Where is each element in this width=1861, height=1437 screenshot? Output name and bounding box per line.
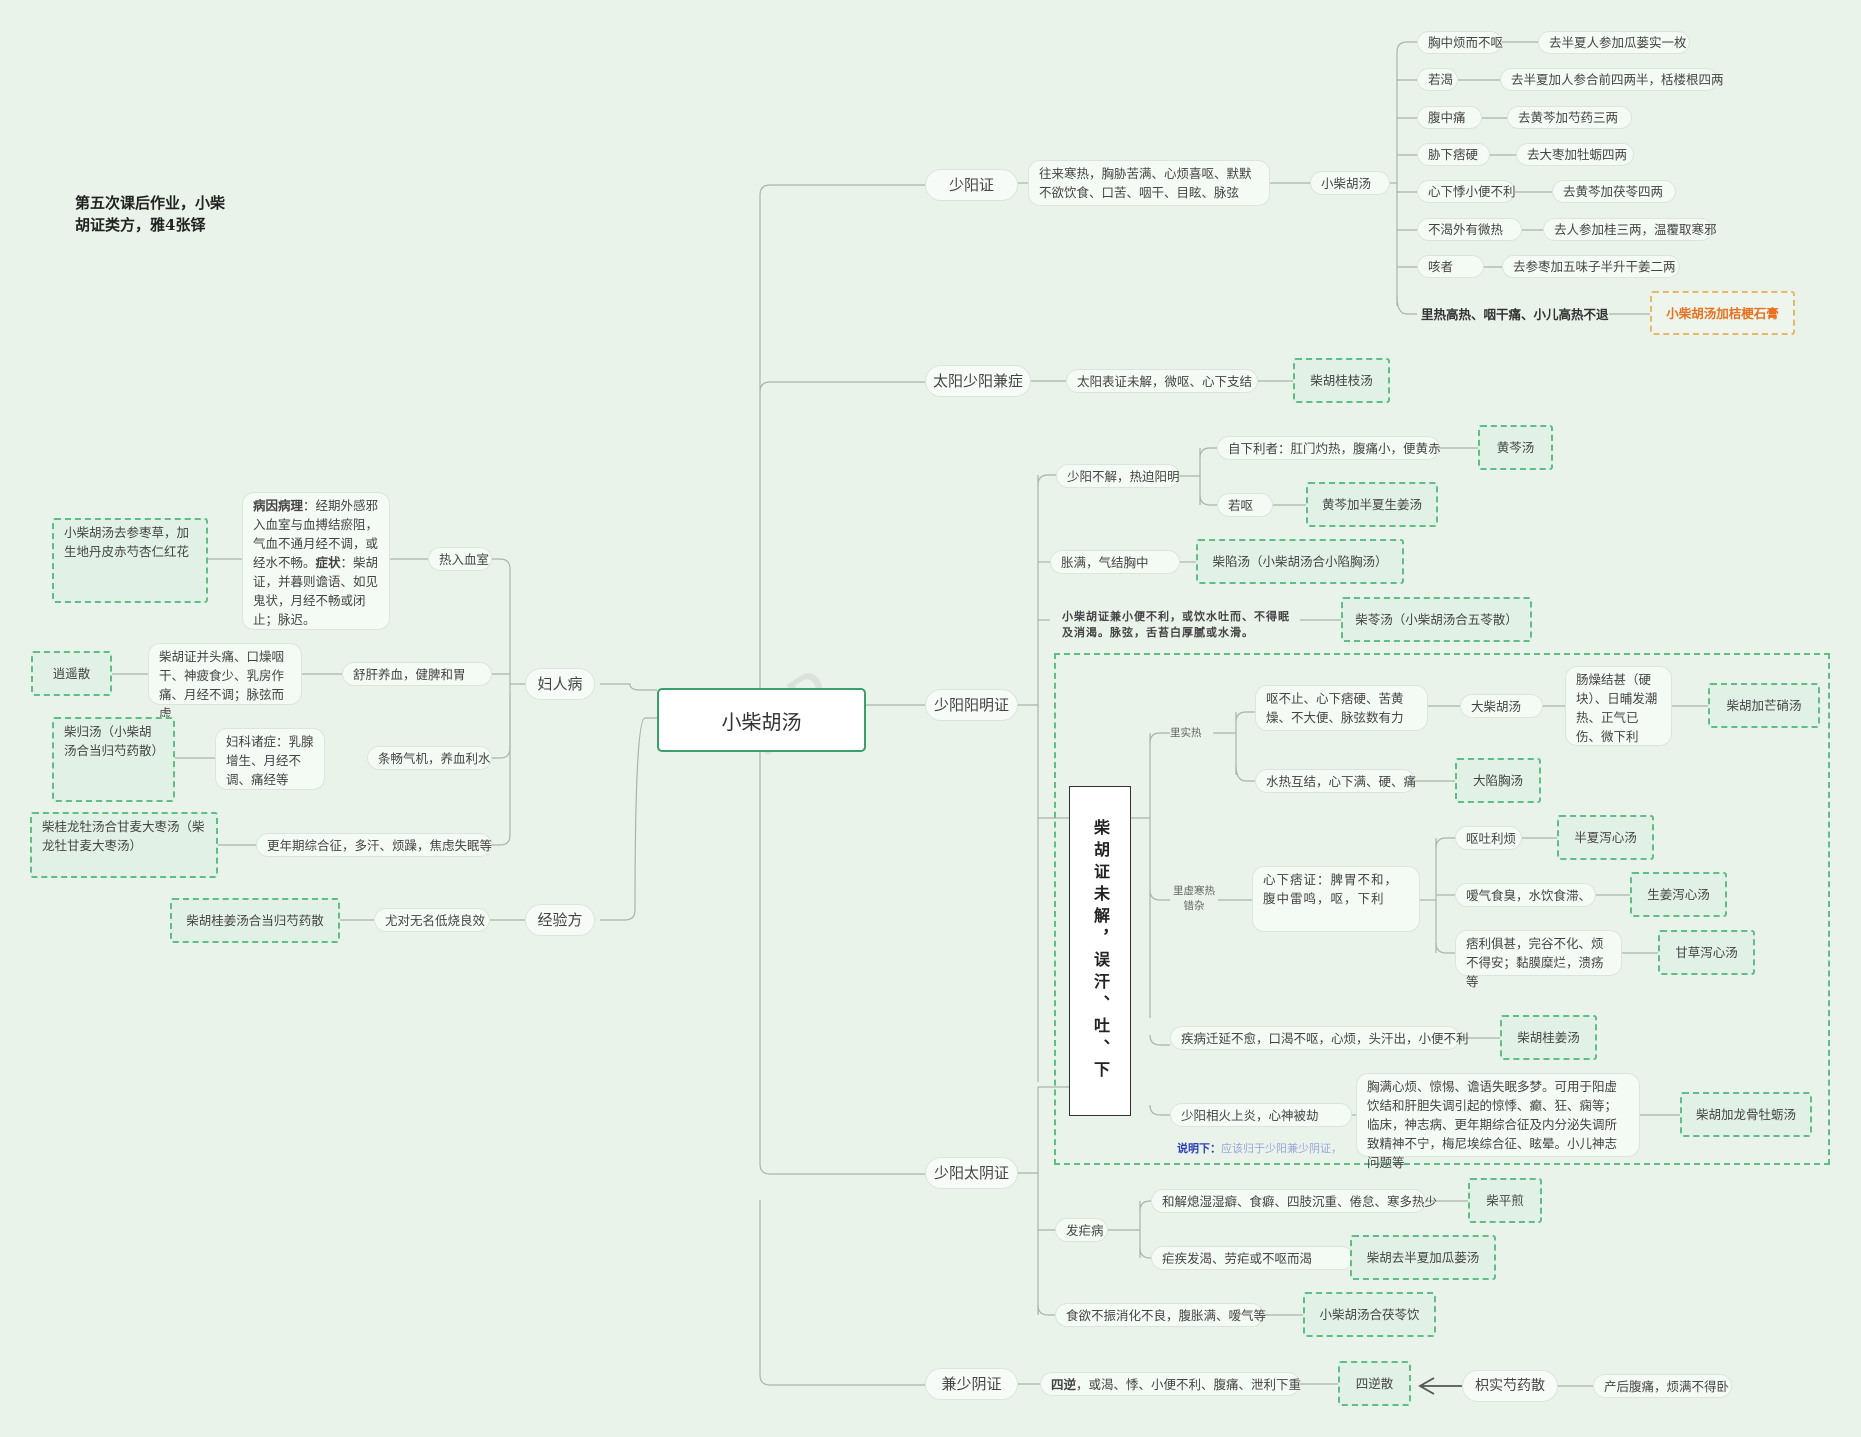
topic-formula[interactable]: 小柴胡汤 bbox=[1310, 171, 1390, 195]
topic-symptoms[interactable]: 呕吐利烦 bbox=[1455, 826, 1522, 850]
formula-chaihu-guijiang-danggui-shaoyao[interactable]: 柴胡桂姜汤合当归芍药散 bbox=[170, 898, 340, 943]
branch-experience-formula[interactable]: 经验方 bbox=[525, 904, 595, 936]
formula-chaixian[interactable]: 柴陷汤（小柴胡汤合小陷胸汤） bbox=[1196, 539, 1404, 584]
mistreatment-topic[interactable]: 柴胡证未解，误汗、吐、下 bbox=[1069, 786, 1131, 1116]
topic-text: ：经期外感邪入血室与血搏结瘀阻，气血不通月经不调，或经水不畅。 bbox=[253, 498, 379, 570]
formula-chaigui-longmu-ganmai-dazao[interactable]: 柴桂龙牡汤合甘麦大枣汤（柴龙牡甘麦大枣汤） bbox=[30, 812, 218, 878]
topic-category[interactable]: 里实热 bbox=[1170, 726, 1202, 739]
explanation-note: 说明下：应该归于少阳兼少阴证， bbox=[1177, 1142, 1342, 1155]
mistreatment-group-frame bbox=[1054, 653, 1830, 1165]
branch-jian-shaoyin[interactable]: 兼少阴证 bbox=[925, 1368, 1018, 1400]
branch-taiyang-shaoyang[interactable]: 太阳少阳兼症 bbox=[925, 365, 1031, 397]
formula-daxianxiong[interactable]: 大陷胸汤 bbox=[1455, 758, 1541, 803]
topic-pattern[interactable]: 条畅气机，养血利水 bbox=[367, 746, 492, 770]
topic-pattern[interactable]: 发疟病 bbox=[1055, 1218, 1108, 1242]
topic-symptoms[interactable]: 心下痞证：脾胃不和，腹中雷鸣，呕，下利 bbox=[1252, 866, 1420, 932]
topic-symptoms[interactable]: 若呕 bbox=[1217, 493, 1273, 517]
topic-formula[interactable]: 大柴胡汤 bbox=[1460, 694, 1543, 718]
topic-symptoms[interactable]: 水热互结，心下满、硬、痛 bbox=[1255, 769, 1416, 793]
topic-symptoms[interactable]: 尤对无名低烧良效 bbox=[374, 908, 490, 932]
topic-text: ：柴胡证，并暮则谵语、如见鬼状，月经不畅或闭止；脉迟。 bbox=[253, 555, 379, 627]
topic-pattern[interactable]: 小柴胡证兼小便不利，或饮水吐而、不得眠及消渴。脉弦，舌苔白厚腻或水滑。 bbox=[1062, 610, 1290, 639]
topic-symptoms-text: ，或渴、悸、小便不利、腹痛、泄利下重 bbox=[1076, 1376, 1302, 1392]
formula-chaigui[interactable]: 柴归汤（小柴胡汤合当归芍药散） bbox=[52, 717, 175, 802]
topic-modification-result[interactable]: 去半夏人参加瓜蒌实一枚 bbox=[1538, 31, 1690, 54]
formula-chaiping[interactable]: 柴平煎 bbox=[1468, 1178, 1542, 1223]
formula-huangqin-banxia-shengjiang[interactable]: 黄芩加半夏生姜汤 bbox=[1306, 482, 1438, 527]
topic-modification[interactable]: 咳者 bbox=[1417, 255, 1484, 278]
topic-symptoms[interactable]: 和解熄湿湿癖、食癖、四肢沉重、倦怠、寒多热少 bbox=[1151, 1189, 1437, 1213]
topic-modification[interactable]: 不渴外有微热 bbox=[1417, 218, 1522, 241]
formula-xiaochaihu-jiajian[interactable]: 小柴胡汤去参枣草，加生地丹皮赤芍杏仁红花 bbox=[52, 518, 208, 603]
formula-xiaoyao-san[interactable]: 逍遥散 bbox=[31, 651, 112, 696]
topic-symptoms[interactable]: 胸满心烦、惊惕、谵语失眠多梦。可用于阳虚饮结和肝胆失调引起的惊悸、癫、狂、痫等；… bbox=[1356, 1073, 1640, 1170]
formula-xiaochaihu-fuling-yin[interactable]: 小柴胡汤合茯苓饮 bbox=[1303, 1292, 1436, 1337]
topic-modification[interactable]: 胁下痞硬 bbox=[1417, 143, 1490, 166]
topic-symptoms[interactable]: 肠燥结甚（硬块）、日晡发潮热、正气已伤、微下利 bbox=[1565, 666, 1672, 746]
topic-modification[interactable]: 里热高热、咽干痛、小儿高热不退 bbox=[1421, 306, 1609, 322]
branch-shaoyang-taiyin[interactable]: 少阳太阴证 bbox=[925, 1157, 1018, 1189]
formula-huangqin[interactable]: 黄芩汤 bbox=[1478, 425, 1553, 470]
homework-note: 第五次课后作业，小柴 胡证类方，雅4张铎 bbox=[75, 194, 226, 234]
branch-shaoyang-yangming[interactable]: 少阳阳明证 bbox=[925, 689, 1018, 721]
formula-xiaochaihu-jiegeng-shigao[interactable]: 小柴胡汤加桔梗石膏 bbox=[1650, 291, 1795, 335]
formula-chaihu-guijiang[interactable]: 柴胡桂姜汤 bbox=[1500, 1015, 1597, 1060]
topic-modification[interactable]: 腹中痛 bbox=[1417, 106, 1482, 129]
topic-symptoms[interactable]: 病因病理：经期外感邪入血室与血搏结瘀阻，气血不通月经不调，或经水不畅。症状：柴胡… bbox=[242, 492, 390, 630]
formula-chaihu-mangxiao[interactable]: 柴胡加芒硝汤 bbox=[1708, 683, 1820, 728]
topic-modification-result[interactable]: 去半夏加人参合前四两半，栝楼根四两 bbox=[1500, 68, 1724, 91]
topic-modification[interactable]: 心下悸小便不利 bbox=[1417, 180, 1516, 203]
formula-chailing[interactable]: 柴苓汤（小柴胡汤合五苓散） bbox=[1341, 597, 1532, 642]
topic-symptoms[interactable]: 太阳表证未解，微呕、心下支结 bbox=[1066, 369, 1258, 393]
topic-category[interactable]: 里虚寒热错杂 bbox=[1173, 885, 1215, 912]
formula-chaihu-guizhi[interactable]: 柴胡桂枝汤 bbox=[1293, 358, 1390, 403]
topic-pattern[interactable]: 舒肝养血，健脾和胃 bbox=[342, 662, 492, 686]
topic-modification-result[interactable]: 去黄芩加芍药三两 bbox=[1507, 106, 1632, 129]
topic-symptoms[interactable]: 自下利者：肛门灼热，腹痛小，便黄赤 bbox=[1217, 436, 1441, 460]
formula-gancao-xiexin[interactable]: 甘草泻心汤 bbox=[1658, 930, 1755, 975]
topic-heading: 病因病理 bbox=[253, 498, 304, 513]
topic-modification[interactable]: 若渴 bbox=[1417, 68, 1458, 91]
topic-modification-result[interactable]: 去人参加桂三两，温覆取寒邪 bbox=[1543, 218, 1717, 241]
topic-pattern[interactable]: 少阳相火上炎，心神被劫 bbox=[1170, 1103, 1352, 1127]
topic-symptoms[interactable]: 四逆，或渴、悸、小便不利、腹痛、泄利下重 bbox=[1040, 1372, 1302, 1396]
topic-modification[interactable]: 胸中烦而不呕 bbox=[1417, 31, 1503, 54]
topic-pattern[interactable]: 少阳不解，热迫阳明 bbox=[1056, 464, 1180, 488]
topic-modification-result[interactable]: 去大枣加牡蛎四两 bbox=[1516, 143, 1634, 166]
arrow-icon bbox=[1418, 1377, 1462, 1395]
topic-symptoms[interactable]: 嗳气食臭，水饮食滞、 bbox=[1455, 883, 1596, 907]
central-topic[interactable]: 小柴胡汤 bbox=[657, 688, 866, 752]
branch-shaoyang[interactable]: 少阳证 bbox=[925, 169, 1018, 201]
formula-sini-san[interactable]: 四逆散 bbox=[1338, 1361, 1411, 1406]
topic-pattern[interactable]: 更年期综合征，多汗、烦躁，焦虑失眠等 bbox=[256, 833, 492, 857]
topic-symptoms[interactable]: 痞利俱甚，完谷不化、烦不得安；黏膜糜烂，溃疡等 bbox=[1455, 930, 1622, 989]
topic-pattern[interactable]: 胀满，气结胸中 bbox=[1050, 550, 1180, 574]
branch-fuke[interactable]: 妇人病 bbox=[525, 668, 595, 700]
topic-symptoms-highlight: 四逆 bbox=[1051, 1376, 1077, 1392]
topic-symptoms[interactable]: 食欲不振消化不良，腹胀满、嗳气等 bbox=[1055, 1303, 1266, 1327]
topic-symptoms[interactable]: 往来寒热，胸胁苦满、心烦喜呕、默默不欲饮食、口苦、咽干、目眩、脉弦 bbox=[1028, 160, 1270, 206]
formula-shengjiang-xiexin[interactable]: 生姜泻心汤 bbox=[1630, 872, 1727, 917]
topic-pattern[interactable]: 热入血室 bbox=[428, 547, 492, 571]
topic-modification-result[interactable]: 去黄芩加茯苓四两 bbox=[1552, 180, 1676, 203]
topic-symptoms[interactable]: 妇科诸症：乳腺增生、月经不调、痛经等 bbox=[215, 728, 325, 790]
topic-symptoms[interactable]: 呕不止、心下痞硬、苦黄燥、不大便、脉弦数有力 bbox=[1255, 685, 1428, 731]
topic-modification-result[interactable]: 去参枣加五味子半升干姜二两 bbox=[1502, 255, 1680, 278]
formula-banxia-xiexin[interactable]: 半夏泻心汤 bbox=[1557, 815, 1654, 860]
topic-symptoms[interactable]: 疾病迁延不愈，口渴不呕，心烦，头汗出，小便不利 bbox=[1170, 1026, 1469, 1050]
formula-chaihu-longgu-muli[interactable]: 柴胡加龙骨牡蛎汤 bbox=[1680, 1092, 1812, 1137]
topic-symptoms[interactable]: 疟疾发渴、劳疟或不呕而渴 bbox=[1151, 1246, 1354, 1270]
topic-heading: 症状 bbox=[315, 555, 341, 570]
topic-symptoms[interactable]: 柴胡证并头痛、口燥咽干、神疲食少、乳房作痛、月经不调；脉弦而虚 bbox=[148, 643, 302, 721]
topic-symptoms[interactable]: 产后腹痛，烦满不得卧 bbox=[1593, 1374, 1732, 1398]
formula-chaihu-qu-banxia-jia-gualou[interactable]: 柴胡去半夏加瓜蒌汤 bbox=[1350, 1235, 1496, 1280]
formula-zhishi-shaoyao-san[interactable]: 枳实芍药散 bbox=[1462, 1370, 1558, 1402]
